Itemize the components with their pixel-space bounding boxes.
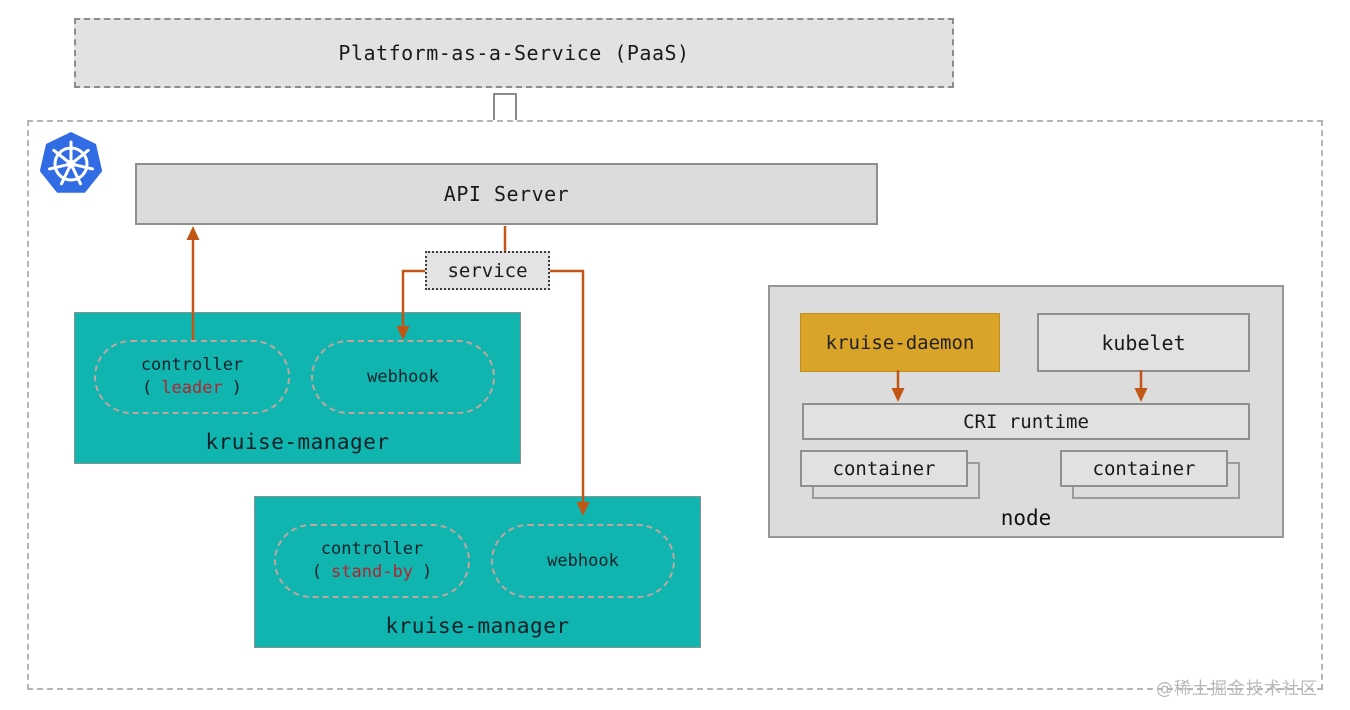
kubelet-label: kubelet xyxy=(1101,330,1186,355)
paren-open: ( xyxy=(311,562,323,582)
api-server-label: API Server xyxy=(443,182,570,206)
kruise-manager-standby-box: controller ( stand-by ) webhook kruise-m… xyxy=(254,496,701,648)
paas-box: Platform-as-a-Service (PaaS) xyxy=(74,18,954,88)
controller-role-row: ( leader ) xyxy=(142,377,242,400)
controller-leader-pill: controller ( leader ) xyxy=(94,340,290,414)
kruise-manager-leader-box: controller ( leader ) webhook kruise-man… xyxy=(74,312,521,464)
webhook-label: webhook xyxy=(367,366,439,387)
webhook-pill: webhook xyxy=(311,340,495,414)
node-box: kruise-daemon kubelet CRI runtime contai… xyxy=(768,285,1284,538)
paren-close: ) xyxy=(231,378,242,398)
kubernetes-logo-icon xyxy=(39,132,103,193)
watermark: @稀土掘金技术社区 xyxy=(1156,679,1318,699)
container-label: container xyxy=(1092,457,1196,480)
container-box-left: container xyxy=(800,450,968,487)
controller-role: stand-by xyxy=(331,562,413,582)
controller-role-row: ( stand-by ) xyxy=(312,561,432,584)
kubelet-box: kubelet xyxy=(1037,313,1250,372)
paren-close: ) xyxy=(421,562,433,582)
cri-runtime-label: CRI runtime xyxy=(963,410,1089,433)
controller-role: leader xyxy=(161,378,223,398)
service-box: service xyxy=(425,251,550,290)
container-box-right: container xyxy=(1060,450,1228,487)
container-label: container xyxy=(832,457,936,480)
kruise-daemon-label: kruise-daemon xyxy=(825,331,975,354)
controller-title: controller xyxy=(320,539,424,559)
paren-open: ( xyxy=(142,378,153,398)
webhook-label: webhook xyxy=(547,550,619,571)
paas-label: Platform-as-a-Service (PaaS) xyxy=(338,41,690,65)
controller-standby-pill: controller ( stand-by ) xyxy=(274,524,470,598)
node-label: node xyxy=(1000,506,1052,530)
controller-title: controller xyxy=(140,355,244,375)
kruise-manager-label: kruise-manager xyxy=(205,430,390,454)
kruise-manager-label: kruise-manager xyxy=(385,614,570,638)
webhook-pill: webhook xyxy=(491,524,675,598)
cri-runtime-box: CRI runtime xyxy=(802,403,1250,440)
service-label: service xyxy=(447,259,528,282)
api-server-box: API Server xyxy=(135,163,878,225)
kruise-daemon-box: kruise-daemon xyxy=(800,313,1000,372)
